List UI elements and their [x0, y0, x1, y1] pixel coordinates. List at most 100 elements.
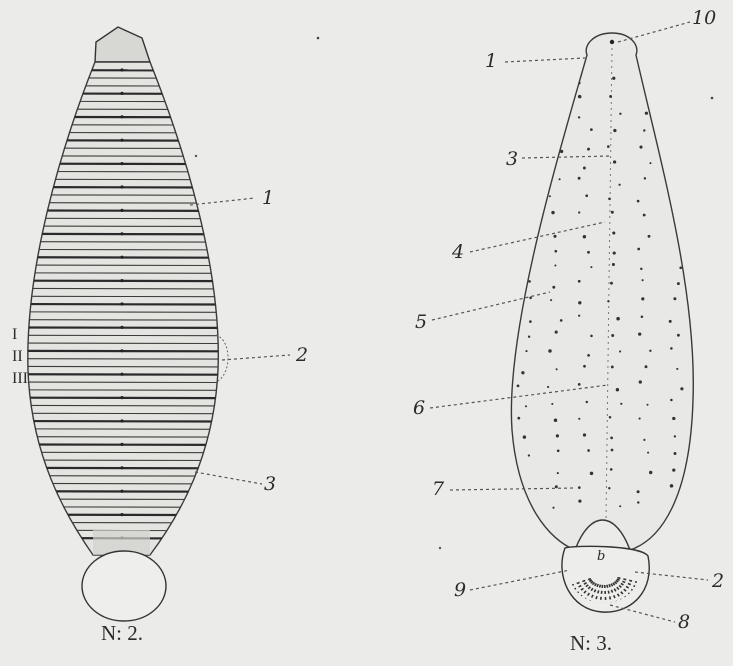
fig2-annulus	[0, 101, 260, 102]
fig2-annulus	[0, 210, 260, 211]
fig3-pore	[551, 211, 554, 214]
fig3-pore	[637, 490, 640, 493]
fig3-pore	[676, 110, 678, 112]
fig2-annulus	[0, 382, 260, 383]
fig3-label-4: 4	[451, 241, 464, 263]
fig2-annulus	[0, 351, 260, 352]
fig3-pore	[681, 95, 683, 97]
fig3-pore	[680, 232, 683, 235]
fig3-pore	[677, 334, 680, 337]
fig2-annulus	[0, 187, 260, 188]
fig3-pore	[578, 116, 580, 118]
fig3-pore	[647, 452, 649, 454]
fig3-pore	[637, 248, 640, 251]
fig3-pore	[674, 177, 677, 180]
fig2-leader-3	[195, 472, 262, 484]
fig2-median-dot	[120, 396, 123, 399]
fig2-annulus	[0, 125, 260, 126]
fig3-label-5: 5	[415, 311, 427, 333]
fig3-pore	[672, 468, 675, 471]
fig2-annulus	[0, 390, 260, 391]
fig3-pore	[610, 437, 613, 440]
fig3-pore	[639, 418, 641, 420]
fig3-pore	[611, 365, 614, 368]
fig2-annulus	[0, 452, 260, 453]
fig3-pore	[646, 75, 649, 78]
fig2-median-dot	[120, 92, 123, 95]
fig3-pore	[611, 334, 614, 337]
fig2-median-dot	[120, 68, 123, 71]
fig3-pore	[548, 349, 551, 352]
fig2-annulus	[0, 242, 260, 243]
fig2-body	[28, 62, 218, 555]
fig3-caption: N: 3.	[570, 631, 612, 655]
fig3-label-3: 3	[506, 148, 518, 170]
fig2-annulus	[0, 483, 260, 484]
fig3-sucker-mark: b	[597, 549, 605, 564]
fig2-median-dot	[120, 490, 123, 493]
fig2-annulus	[0, 281, 260, 282]
fig3-pore	[523, 435, 526, 438]
fig3-leader-9	[470, 570, 570, 590]
fig2-annulus	[0, 86, 260, 87]
fig3-pore	[578, 383, 581, 386]
fig3-pore	[547, 386, 549, 388]
fig3-pore	[549, 195, 551, 197]
fig3-pore	[681, 500, 683, 502]
fig2-annulus	[0, 515, 260, 516]
fig3-pore	[522, 245, 526, 249]
fig3-pore	[649, 350, 651, 352]
fig3-pore	[528, 454, 530, 456]
fig3-pore	[583, 433, 586, 436]
fig2-annulus	[0, 343, 260, 344]
fig3-pore	[526, 263, 528, 265]
fig2-annulus	[0, 499, 260, 500]
fig3-pore	[525, 350, 527, 352]
fig2-median-dot	[120, 209, 123, 212]
fig3-pore	[612, 263, 615, 266]
fig2-annulus	[0, 78, 260, 79]
fig2-annulus	[0, 304, 260, 305]
fig2-median-dot	[120, 256, 123, 259]
fig3-pore	[670, 399, 673, 402]
fig3-pore	[649, 162, 651, 164]
fig3-pore	[517, 385, 520, 388]
fig3-pore	[676, 368, 678, 370]
fig3-pore	[547, 99, 551, 103]
fig3-pore	[670, 132, 672, 134]
fig3-label-2: 2	[711, 570, 724, 592]
fig2-median-dot	[120, 419, 123, 422]
fig3-pore	[641, 297, 644, 300]
fig2-annulus	[0, 366, 260, 367]
fig3-pore	[612, 231, 615, 234]
fig3-pore	[559, 178, 561, 180]
fig3-pore	[557, 449, 560, 452]
fig2-annulus	[0, 226, 260, 227]
fig3-pore	[523, 127, 525, 129]
fig2-head	[95, 27, 150, 62]
fig3-pore	[525, 405, 527, 407]
figure-2: 1 2 3 I II III N: 2.	[0, 27, 308, 645]
fig2-annulus	[0, 195, 260, 196]
fig3-pore	[612, 77, 615, 80]
fig3-pore	[578, 95, 582, 99]
fig3-pore	[645, 365, 648, 368]
fig3-label-9: 9	[454, 579, 466, 601]
fig3-pore	[554, 264, 556, 266]
fig3-pore	[670, 484, 674, 488]
fig3-pore	[672, 417, 675, 420]
fig3-pore	[552, 507, 554, 509]
fig2-annulus	[0, 359, 260, 360]
fig2-annulus	[0, 273, 260, 274]
fig2-annulus	[0, 93, 260, 94]
fig3-pore	[551, 403, 553, 405]
fig2-annulus	[0, 117, 260, 118]
fig3-pore	[520, 505, 523, 508]
fig3-pore	[552, 131, 555, 134]
fig3-label-8: 8	[678, 611, 690, 633]
fig2-annulus	[0, 491, 260, 492]
fig3-pore	[583, 365, 586, 368]
fig3-pore	[555, 331, 558, 334]
fig2-annulus	[0, 413, 260, 414]
